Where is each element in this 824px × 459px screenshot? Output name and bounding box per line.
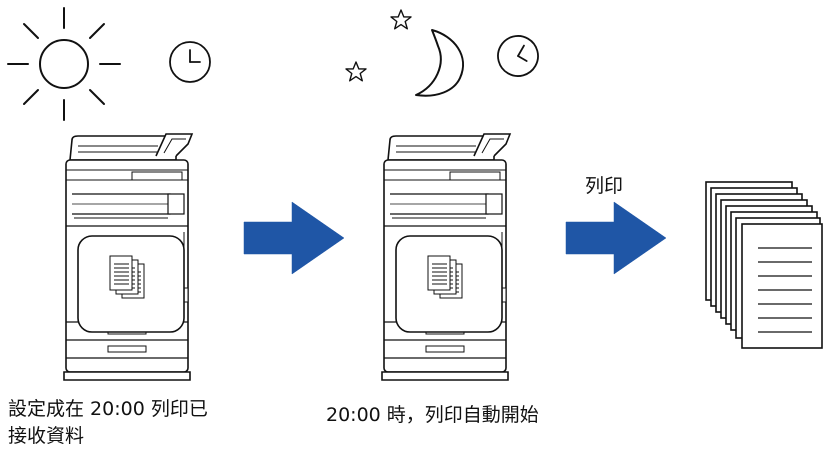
clock-icon [169,41,211,83]
clock-icon [489,27,547,85]
arrow-1 [243,201,345,275]
star-icon-lower [345,61,367,82]
scene-2-caption: 20:00 時，列印自動開始 [326,404,539,426]
paper-stack-icon [705,181,823,349]
print-arrow-label: 列印 [585,175,624,197]
scene-1-caption: 設定成在 20:00 列印已 接收資料 [8,398,208,447]
sun-icon [7,7,121,121]
moon-icon [415,29,465,97]
star-icon-upper [390,9,412,30]
printer-icon [63,133,193,381]
printer-icon [381,133,511,381]
arrow-2 [565,201,667,275]
